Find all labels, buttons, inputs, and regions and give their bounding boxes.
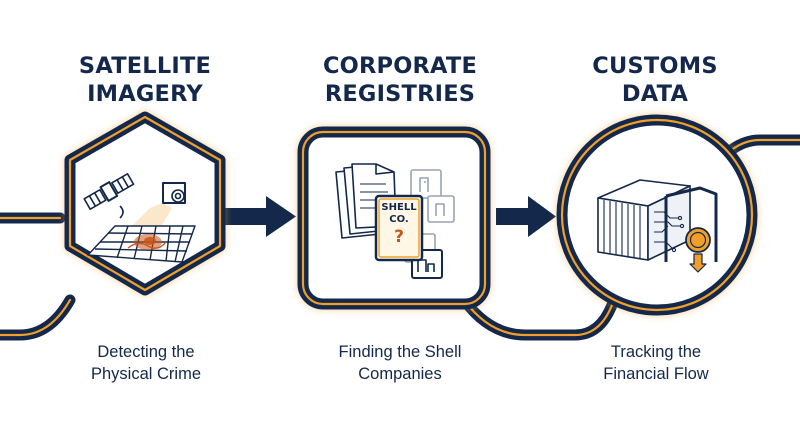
- stage-caption-1: Detecting the Physical Crime: [46, 341, 246, 385]
- stage-title-corporate-registries: CORPORATE REGISTRIES: [290, 52, 510, 108]
- stage-title-satellite-imagery: SATELLITE IMAGERY: [35, 52, 255, 108]
- stage-title-line: REGISTRIES: [324, 81, 476, 107]
- stage-title-line: SATELLITE: [78, 53, 212, 79]
- container-coin-scan-icon: [597, 179, 718, 273]
- caption-line: Financial Flow: [603, 365, 709, 383]
- stage-caption-2: Finding the Shell Companies: [300, 341, 500, 385]
- shell-co-label: SHELL CO. ?: [379, 202, 419, 248]
- caption-line: Tracking the: [610, 343, 702, 361]
- caption-line: Detecting the: [97, 343, 195, 361]
- shell-company-documents-icon: [335, 163, 455, 279]
- shell-co-label-line-2: CO.: [389, 214, 409, 225]
- stage-title-line: DATA: [621, 81, 689, 107]
- shell-co-label-line-1: SHELL: [381, 202, 417, 213]
- caption-line: Finding the Shell: [338, 343, 462, 361]
- caption-line: Physical Crime: [90, 365, 202, 383]
- stage-title-line: IMAGERY: [87, 81, 203, 107]
- satellite-camera-grid-icon: [83, 173, 196, 263]
- flow-arrow-1: [220, 196, 296, 237]
- caption-line: Companies: [358, 365, 442, 383]
- stage-title-line: CUSTOMS: [592, 53, 718, 79]
- question-mark: ?: [394, 227, 404, 247]
- stage-title-customs-data: CUSTOMS DATA: [545, 52, 765, 108]
- flow-arrow-2: [496, 196, 556, 237]
- stage-title-line: CORPORATE: [322, 53, 478, 79]
- stage-caption-3: Tracking the Financial Flow: [556, 341, 756, 385]
